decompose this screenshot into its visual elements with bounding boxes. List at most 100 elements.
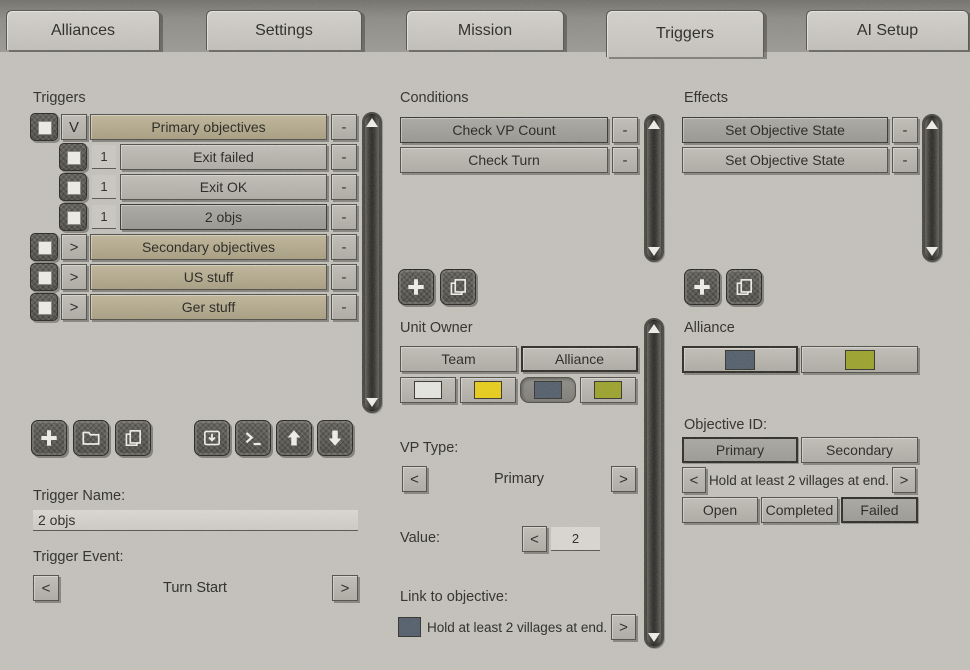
- move-trigger-down-button[interactable]: [317, 420, 353, 456]
- script-trigger-button[interactable]: [235, 420, 271, 456]
- triggers-scrollbar[interactable]: [362, 112, 382, 413]
- add-condition-button[interactable]: [398, 269, 434, 305]
- trigger-remove-button[interactable]: -: [331, 264, 357, 290]
- trigger-remove-button[interactable]: -: [331, 294, 357, 320]
- tab-settings[interactable]: Settings: [206, 10, 362, 50]
- effect-row[interactable]: Set Objective State: [682, 147, 888, 173]
- alliance-slate-button-selected[interactable]: [682, 346, 798, 373]
- tab-mission[interactable]: Mission: [406, 10, 564, 50]
- add-trigger-button[interactable]: [31, 420, 67, 456]
- effect-row[interactable]: Set Objective State: [682, 117, 888, 143]
- add-effect-button[interactable]: [684, 269, 720, 305]
- trigger-remove-button[interactable]: -: [331, 174, 357, 200]
- condition-row[interactable]: Check Turn: [400, 147, 608, 173]
- trigger-event-next-button[interactable]: >: [332, 575, 358, 601]
- condition-row[interactable]: Check VP Count: [400, 117, 608, 143]
- trigger-enabled-checkbox[interactable]: [30, 263, 58, 291]
- trigger-remove-button[interactable]: -: [331, 204, 357, 230]
- objective-state-failed-button-selected[interactable]: Failed: [841, 497, 918, 523]
- vp-type-next-button[interactable]: >: [611, 466, 636, 492]
- olive-swatch: [594, 381, 622, 399]
- objective-prev-button[interactable]: <: [682, 467, 706, 493]
- trigger-expand-button[interactable]: >: [61, 294, 87, 320]
- scroll-down-arrow-icon[interactable]: [648, 633, 660, 642]
- plus-icon: [38, 427, 60, 449]
- objective-state-open-button[interactable]: Open: [682, 497, 758, 523]
- scroll-down-arrow-icon[interactable]: [648, 247, 660, 256]
- trigger-row: 1 Exit failed -: [28, 143, 358, 173]
- objective-primary-button-selected[interactable]: Primary: [682, 437, 798, 463]
- trigger-collapse-button[interactable]: V: [61, 114, 87, 140]
- value-field[interactable]: 2: [551, 527, 600, 551]
- alliance-olive-button[interactable]: [801, 346, 918, 373]
- trigger-remove-button[interactable]: -: [331, 144, 357, 170]
- tab-alliances[interactable]: Alliances: [6, 10, 160, 50]
- scroll-up-arrow-icon[interactable]: [926, 120, 938, 129]
- value-decrement-button[interactable]: <: [522, 526, 547, 552]
- trigger-enabled-checkbox[interactable]: [59, 143, 87, 171]
- condition-remove-button[interactable]: -: [612, 147, 638, 173]
- plus-icon: [691, 276, 713, 298]
- scroll-down-arrow-icon[interactable]: [926, 247, 938, 256]
- trigger-order-badge: 1: [92, 205, 116, 229]
- tab-ai-setup[interactable]: AI Setup: [806, 10, 969, 50]
- scroll-up-arrow-icon[interactable]: [366, 118, 378, 127]
- arrow-down-icon: [324, 427, 346, 449]
- effect-remove-button[interactable]: -: [892, 147, 918, 173]
- owner-alliance-button[interactable]: Alliance: [521, 346, 638, 372]
- duplicate-trigger-button[interactable]: [115, 420, 151, 456]
- condition-remove-button[interactable]: -: [612, 117, 638, 143]
- duplicate-condition-button[interactable]: [440, 269, 476, 305]
- objective-secondary-button[interactable]: Secondary: [801, 437, 918, 463]
- arrow-up-icon: [283, 427, 305, 449]
- trigger-expand-button[interactable]: >: [61, 234, 87, 260]
- trigger-group-button[interactable]: [73, 420, 109, 456]
- trigger-remove-button[interactable]: -: [331, 234, 357, 260]
- scroll-down-arrow-icon[interactable]: [366, 398, 378, 407]
- condition-detail-scrollbar[interactable]: [644, 318, 664, 648]
- conditions-scrollbar[interactable]: [644, 114, 664, 262]
- owner-color-slate-button-selected[interactable]: [520, 377, 576, 403]
- trigger-remove-button[interactable]: -: [331, 114, 357, 140]
- duplicate-effect-button[interactable]: [726, 269, 762, 305]
- trigger-name-input[interactable]: [33, 510, 358, 531]
- owner-team-button[interactable]: Team: [400, 346, 517, 372]
- trigger-name-button[interactable]: Primary objectives: [90, 114, 327, 140]
- trigger-name-button[interactable]: Secondary objectives: [90, 234, 327, 260]
- vp-type-prev-button[interactable]: <: [402, 466, 427, 492]
- owner-color-yellow-button[interactable]: [460, 377, 516, 403]
- vp-type-label: VP Type:: [400, 440, 459, 456]
- objective-state-completed-button[interactable]: Completed: [761, 497, 838, 523]
- trigger-expand-button[interactable]: >: [61, 264, 87, 290]
- duplicate-icon: [122, 427, 144, 449]
- trigger-event-label: Trigger Event:: [33, 549, 124, 565]
- import-tray-icon: [201, 427, 223, 449]
- owner-color-white-button[interactable]: [400, 377, 456, 403]
- effect-remove-button[interactable]: -: [892, 117, 918, 143]
- objective-next-button[interactable]: >: [892, 467, 916, 493]
- import-trigger-button[interactable]: [194, 420, 230, 456]
- tab-triggers[interactable]: Triggers: [606, 10, 764, 57]
- move-trigger-up-button[interactable]: [276, 420, 312, 456]
- folder-icon: [80, 427, 102, 449]
- duplicate-icon: [447, 276, 469, 298]
- trigger-enabled-checkbox[interactable]: [30, 293, 58, 321]
- trigger-enabled-checkbox[interactable]: [30, 113, 58, 141]
- owner-color-olive-button[interactable]: [580, 377, 636, 403]
- trigger-name-button[interactable]: Exit OK: [120, 174, 327, 200]
- trigger-name-button[interactable]: US stuff: [90, 264, 327, 290]
- linked-objective-next-button[interactable]: >: [611, 614, 636, 640]
- trigger-name-button[interactable]: Ger stuff: [90, 294, 327, 320]
- trigger-row-selected: 1 2 objs -: [28, 203, 358, 233]
- trigger-enabled-checkbox[interactable]: [59, 203, 87, 231]
- trigger-event-prev-button[interactable]: <: [33, 575, 59, 601]
- scroll-up-arrow-icon[interactable]: [648, 324, 660, 333]
- trigger-enabled-checkbox[interactable]: [30, 233, 58, 261]
- effects-scrollbar[interactable]: [922, 114, 942, 262]
- scroll-up-arrow-icon[interactable]: [648, 120, 660, 129]
- trigger-enabled-checkbox[interactable]: [59, 173, 87, 201]
- trigger-name-button[interactable]: Exit failed: [120, 144, 327, 170]
- white-swatch: [414, 381, 442, 399]
- trigger-name-button[interactable]: 2 objs: [120, 204, 327, 230]
- console-prompt-icon: [242, 427, 264, 449]
